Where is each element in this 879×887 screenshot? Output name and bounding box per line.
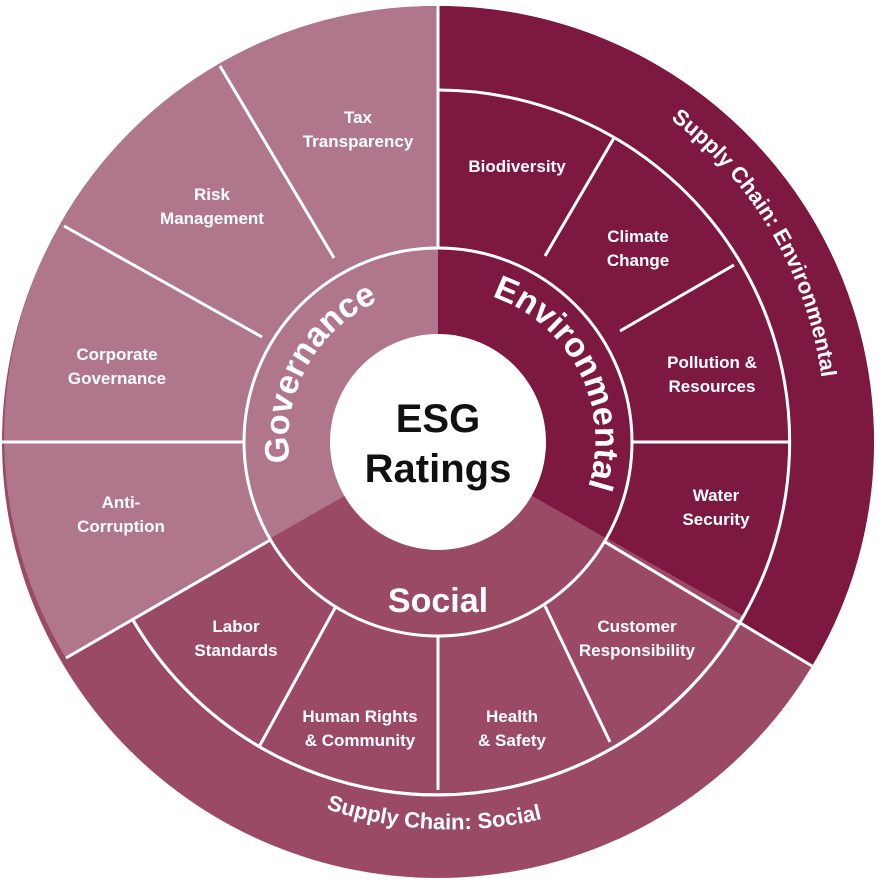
soc-spoke-1 (257, 607, 337, 748)
social-item-line1: Customer (597, 617, 677, 636)
environmental-item-line2: Security (682, 510, 750, 529)
gov-spoke-1 (218, 65, 336, 259)
social-item-line1: Labor (212, 617, 260, 636)
environmental-item-climate-change: Climate Change (607, 227, 669, 270)
governance-item-line2: Governance (68, 369, 166, 388)
governance-item-line1: Anti- (102, 493, 141, 512)
governance-item-line2: Corruption (77, 517, 165, 536)
env-spoke-2 (619, 263, 735, 333)
center-title-line1: ESG (396, 397, 480, 441)
social-items-arc (131, 615, 746, 797)
environmental-item-line1: Climate (607, 227, 668, 246)
social-item-line2: Standards (194, 641, 277, 660)
social-item-customer-responsibility: Customer Responsibility (579, 617, 696, 660)
social-item-line2: Responsibility (579, 641, 696, 660)
social-item-health-safety: Health & Safety (478, 707, 547, 750)
governance-item-line1: Tax (344, 108, 373, 127)
social-item-line1: Health (486, 707, 538, 726)
governance-item-line1: Risk (194, 185, 230, 204)
governance-item-line1: Corporate (76, 345, 157, 364)
environmental-item-biodiversity: Biodiversity (468, 157, 566, 176)
environmental-item-line1: Biodiversity (468, 157, 566, 176)
governance-item-corporate-governance: Corporate Governance (68, 345, 166, 388)
governance-item-line2: Transparency (303, 132, 414, 151)
governance-item-risk-management: Risk Management (160, 185, 264, 228)
environmental-item-water-security: Water Security (682, 486, 750, 529)
social-item-line2: & Community (305, 731, 416, 750)
social-item-labor-standards: Labor Standards (194, 617, 277, 660)
env-spoke-1 (543, 137, 616, 257)
center-circle (330, 334, 546, 550)
social-item-line2: & Safety (478, 731, 547, 750)
governance-item-anti-corruption: Anti- Corruption (77, 493, 165, 536)
environmental-item-line2: Change (607, 251, 669, 270)
governance-item-line2: Management (160, 209, 264, 228)
environmental-item-line1: Pollution & (667, 353, 757, 372)
social-item-line1: Human Rights (302, 707, 417, 726)
social-item-human-rights-community: Human Rights & Community (302, 707, 417, 750)
outer-boundary-env (437, 88, 792, 617)
pillar-label-social: Social (388, 582, 488, 620)
governance-item-tax-transparency: Tax Transparency (303, 108, 414, 151)
environmental-item-line1: Water (693, 486, 740, 505)
environmental-item-pollution-resources: Pollution & Resources (667, 353, 757, 396)
soc-spoke-3 (543, 605, 612, 743)
environmental-item-line2: Resources (669, 377, 756, 396)
gov-spoke-2 (63, 224, 263, 339)
center-title-line2: Ratings (365, 447, 512, 491)
